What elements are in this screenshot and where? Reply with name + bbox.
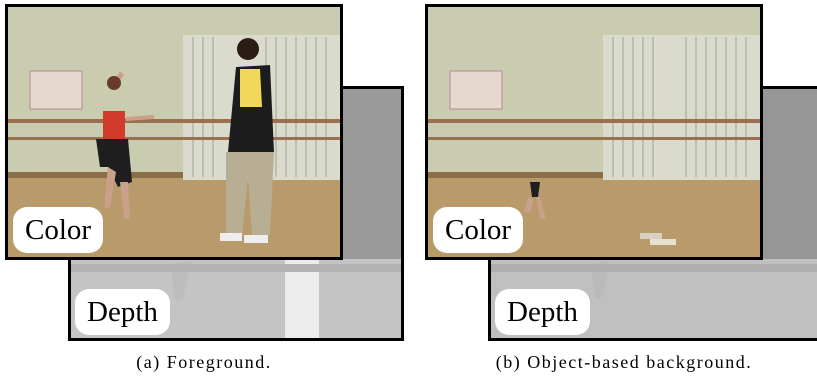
- color-label: Color: [433, 207, 524, 253]
- depth-label: Depth: [75, 289, 170, 335]
- color-image-foreground: Color: [5, 4, 343, 260]
- panel-background: Depth Color: [420, 0, 817, 380]
- color-image-background: Color: [425, 4, 763, 260]
- color-label: Color: [13, 207, 104, 253]
- depth-label: Depth: [495, 289, 590, 335]
- panel-foreground: Depth: [0, 0, 408, 380]
- caption-foreground: (a) Foreground.: [136, 352, 272, 372]
- caption-background: (b) Object-based background.: [495, 352, 753, 372]
